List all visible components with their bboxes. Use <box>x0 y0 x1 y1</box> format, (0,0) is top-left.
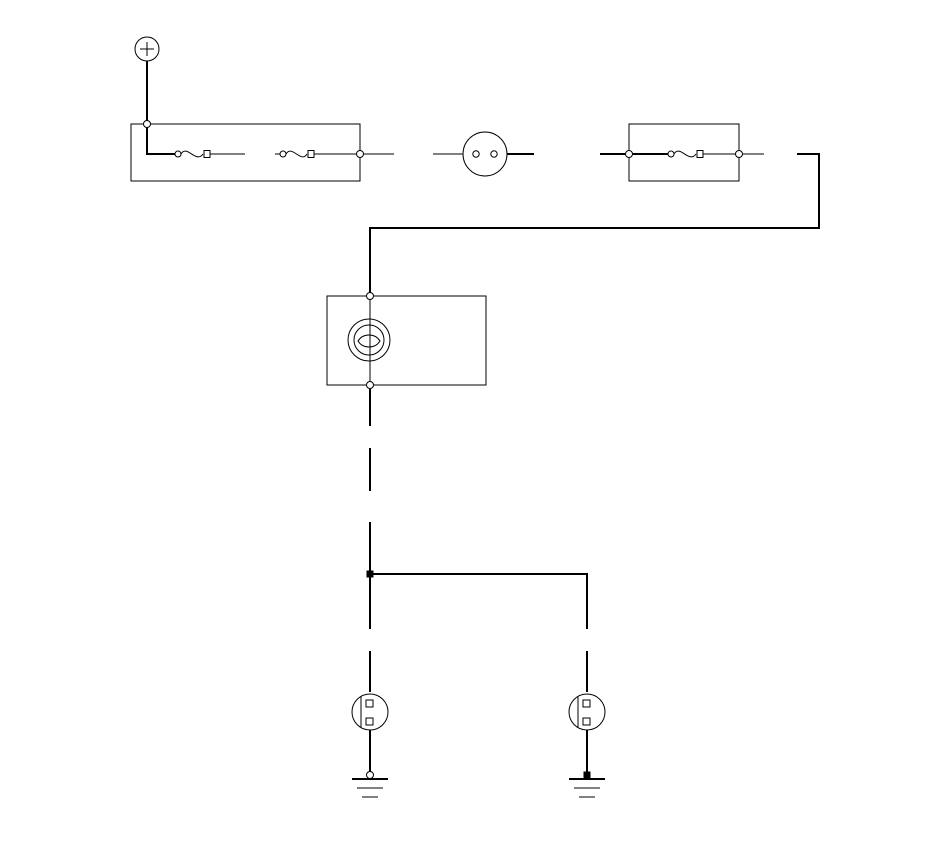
ground-icon <box>352 778 388 798</box>
lamp-unit-wiring <box>347 292 391 389</box>
lamp-icon <box>347 318 391 362</box>
splice-point <box>366 570 374 578</box>
battery-positive <box>134 36 160 62</box>
fuse-block-2 <box>628 123 740 182</box>
connector-1 <box>433 131 534 177</box>
ground-left <box>352 771 388 798</box>
fuse-block-2-wiring <box>600 150 764 158</box>
fuse-icon <box>667 150 704 158</box>
ground-right <box>569 771 605 798</box>
fuse-block-1 <box>130 123 361 182</box>
fuse-block-1-wiring <box>143 61 394 158</box>
connector-icon <box>462 131 508 177</box>
ground-wire <box>366 389 588 692</box>
fuse-icon <box>174 150 211 158</box>
fuse-icon <box>279 150 315 158</box>
ground-connector-left <box>351 693 389 773</box>
ground-connector-right <box>568 693 606 773</box>
ground-icon <box>569 778 605 798</box>
lamp-unit <box>326 295 487 386</box>
feed-wire <box>369 153 820 296</box>
